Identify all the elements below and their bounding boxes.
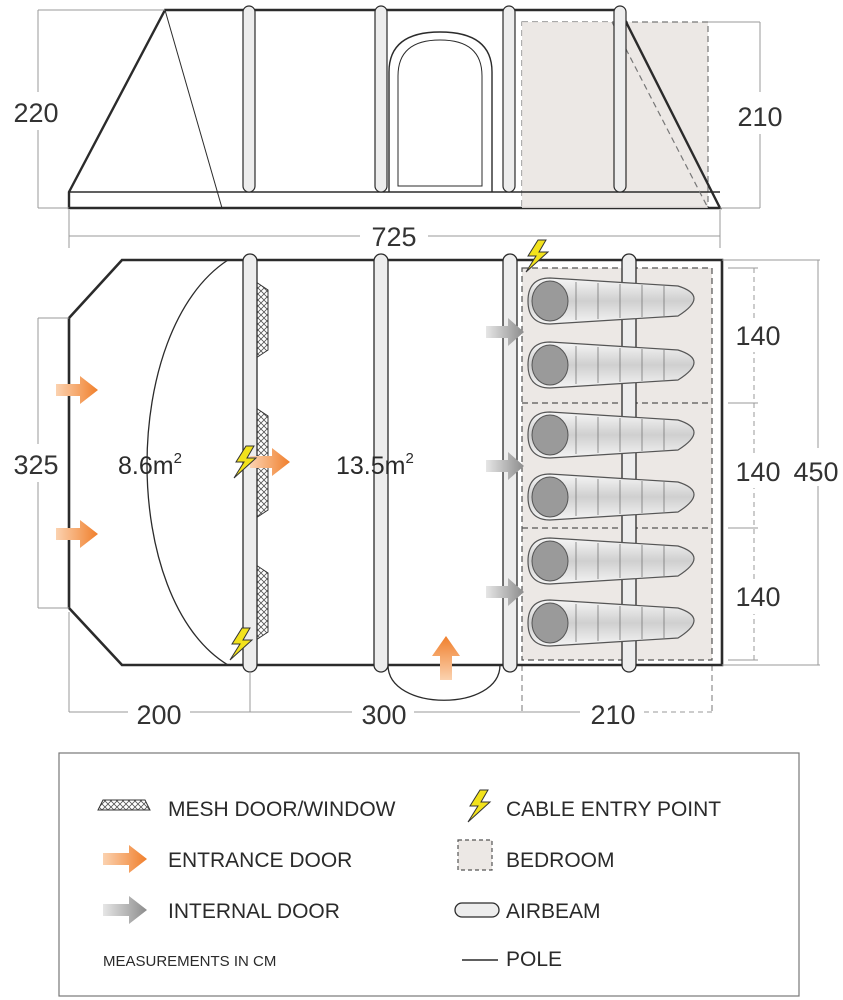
sleeping-bag-4 [527,473,695,521]
dim-length-living: 300 [361,700,406,730]
area-porch-sup: 2 [174,450,182,467]
dim-length-porch: 200 [136,700,181,730]
cable-entry-icon [233,445,258,479]
legend-label-pole: POLE [506,948,562,971]
dim-bedroom-width-2: 140 [735,457,780,487]
dim-bedroom-width-1: 140 [735,321,780,351]
sleeping-bag-2 [527,341,695,389]
dim-bedroom-label-bg-1 [728,318,784,352]
side-window-inner [397,39,483,187]
sleeping-bag-1 [527,277,695,325]
internal-arrow-icon [486,318,524,346]
side-airbeam-2 [374,5,388,193]
bedroom-area [522,268,712,660]
legend-item-airbeam: AIRBEAM [454,900,601,923]
side-window [388,31,493,192]
area-living-sup: 2 [405,450,413,467]
area-porch: 8.6m2 [118,450,182,480]
dim-bedroom-width-3: 140 [735,582,780,612]
internal-arrow-icon [103,896,147,924]
side-view-outline [67,8,722,210]
sleeping-bag-6 [527,599,695,647]
airbeam-icon [454,902,500,918]
mesh-icon [97,799,151,811]
area-living: 13.5m2 [336,450,414,480]
internal-arrow-icon [486,452,524,480]
area-porch-value: 8.6m [118,452,174,480]
dim-overall-width: 450 [793,457,838,487]
dim-length-bedroom: 210 [590,700,635,730]
legend: MESH DOOR/WINDOW CABLE ENTRY POINT ENTRA… [58,752,800,997]
legend-label-entrance: ENTRANCE DOOR [168,849,352,872]
legend-item-bedroom: BEDROOM [457,839,615,872]
side-front-pole [164,9,223,209]
door-bay [387,664,501,701]
mesh-panel-1 [255,281,269,359]
legend-item-internal: INTERNAL DOOR [103,896,340,924]
legend-label-cable-entry: CABLE ENTRY POINT [506,798,721,821]
legend-item-entrance: ENTRANCE DOOR [103,845,352,873]
side-view: 220 210 725 [13,5,783,252]
legend-measurements-note: MEASUREMENTS IN CM [103,953,276,970]
entrance-arrow-icon [250,448,290,476]
internal-arrow-icon [486,578,524,606]
legend-box [58,752,800,997]
entrance-arrow-icon [56,520,98,548]
dim-height-left: 220 [13,98,58,128]
bedroom-dashed-outline [521,267,713,661]
side-airbeam-1 [242,5,256,193]
entrance-arrow-icon [103,845,147,873]
dim-overall-length: 725 [371,222,416,252]
area-living-value: 13.5m [336,452,405,480]
side-airbeam-3 [502,5,516,193]
dim-width-porch: 325 [13,450,58,480]
cable-entry-icon [467,789,492,823]
side-airbeam-4 [613,5,627,193]
dim-bedroom-label-bg-3 [728,580,784,614]
entrance-arrow-icon [432,636,460,680]
legend-label-mesh: MESH DOOR/WINDOW [168,798,396,821]
bedroom-icon [457,839,493,871]
sleeping-bag-5 [527,537,695,585]
legend-label-internal: INTERNAL DOOR [168,900,340,923]
floor-airbeam-2 [373,253,389,673]
legend-item-mesh: MESH DOOR/WINDOW [97,798,396,821]
legend-label-airbeam: AIRBEAM [506,900,601,923]
porch-curve [146,259,229,666]
dim-height-bedroom: 210 [737,102,782,132]
legend-item-cable-entry: CABLE ENTRY POINT [467,789,721,823]
entrance-arrow-icon [56,376,98,404]
dim-bedroom-label-bg-2 [728,454,784,488]
legend-label-bedroom: BEDROOM [506,849,615,872]
floor-plan: 8.6m2 13.5m2 325 140 140 140 450 200 [13,239,839,730]
side-bedroom-slope [611,21,709,209]
cable-entry-icon [229,627,254,661]
cable-entry-icon [525,239,550,273]
mesh-panel-3 [255,564,269,641]
sleeping-bag-3 [527,411,695,459]
legend-item-pole: POLE [462,948,562,971]
